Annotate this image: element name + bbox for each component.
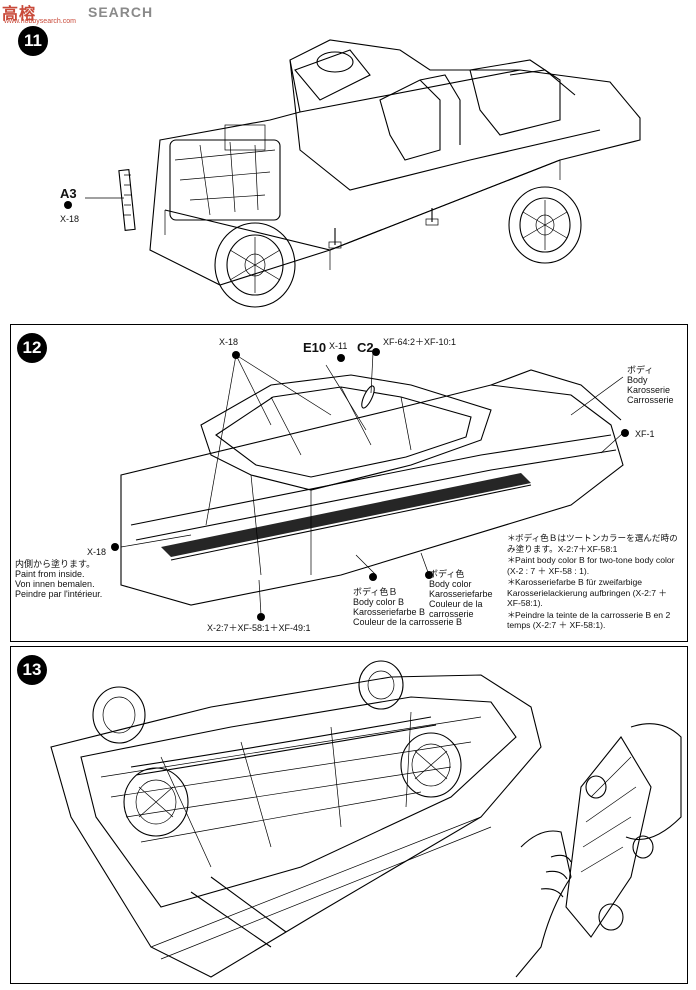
watermark-search: SEARCH <box>88 4 154 20</box>
step-13-number: 13 <box>17 655 47 685</box>
watermark: 高榕 www.hobbysearch.com SEARCH <box>0 0 180 26</box>
step-12-color-b-en: Body color B <box>353 597 405 607</box>
step-12-note-de: ＊Karosseriefarbe B für zweifarbige Karos… <box>507 577 668 608</box>
step-11-paint-x18-label: X-18 <box>60 214 80 224</box>
step-12-body-paint: XF-1 <box>635 429 655 439</box>
step-11-section: 11 <box>0 0 696 318</box>
step-11-part-a3-label: A3 <box>60 186 77 201</box>
step-12-inside-paint: X-18 <box>87 547 107 557</box>
step-12-color-b-jp: ボディ色Ｂ <box>353 587 398 597</box>
step-12-inside-jp: 内側から塗ります。 <box>15 559 96 569</box>
step-12-color-fr: Couleur de la carrosserie <box>429 599 483 619</box>
step-12-body-de: Karosserie <box>627 385 671 395</box>
step-12-color-jp: ボディ色 <box>429 569 465 579</box>
step-12-c2-label: C2 <box>357 340 374 355</box>
step-12-color-de: Karosseriefarbe <box>429 589 493 599</box>
step-12-two-tone-notes: ＊ボディ色Ｂはツートンカラーを選んだ時のみ塗ります。X-2:7＋XF-58:1 … <box>507 533 683 632</box>
step-12-body-jp: ボディ <box>627 365 654 375</box>
step-12-inside-fr: Peindre par l'intérieur. <box>15 589 103 599</box>
step-12-note-jp: ＊ボディ色Ｂはツートンカラーを選んだ時のみ塗ります。X-2:7＋XF-58:1 <box>507 533 678 554</box>
step-12-x18-top-label: X-18 <box>219 337 239 347</box>
step-12-color-b-de: Karosseriefarbe B <box>353 607 426 617</box>
step-11-chassis-drawing <box>64 39 641 308</box>
watermark-logo: 高榕 <box>2 6 37 23</box>
step-12-e10-label: E10 <box>303 340 327 355</box>
step-12-body-drawing <box>111 348 629 621</box>
step-12-inside-en: Paint from inside. <box>15 569 85 579</box>
step-12-body-fr: Carrosserie <box>627 395 674 405</box>
step-11-number: 11 <box>18 26 48 56</box>
step-12-color-en: Body color <box>429 579 472 589</box>
step-12-color-b-paint: X-2:7＋XF-58:1＋XF-49:1 <box>207 623 311 633</box>
step-12-color-b-fr: Couleur de la carrosserie B <box>353 617 463 627</box>
step-12-body-en: Body <box>627 375 648 385</box>
watermark-url: www.hobbysearch.com <box>4 18 76 25</box>
step-12-c2-paint-label: XF-64:2＋XF-10:1 <box>383 337 457 347</box>
step-12-inside-de: Von innen bemalen. <box>15 579 95 589</box>
step-12-number: 12 <box>17 333 47 363</box>
step-12-note-fr: ＊Peindre la teinte de la carrosserie B e… <box>507 609 671 631</box>
step-12-x11-label: X-11 <box>329 341 348 351</box>
step-12-panel: 12 X-18 <box>10 324 688 642</box>
step-12-note-en: ＊Paint body color B for two-tone body co… <box>507 555 675 576</box>
step-13-panel: 13 <box>10 646 688 984</box>
step-13-underside-drawing <box>50 660 682 978</box>
